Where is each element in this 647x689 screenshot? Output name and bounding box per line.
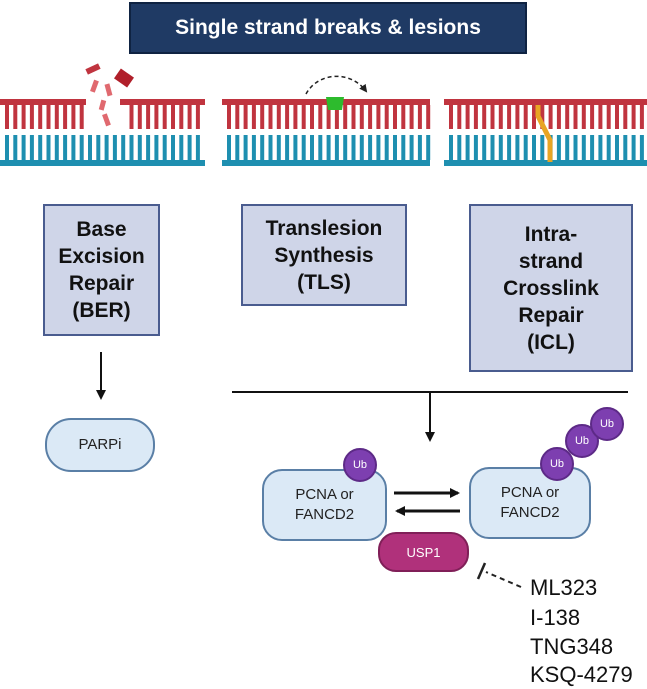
bypass-arrow bbox=[305, 75, 368, 95]
dna-strand-icl bbox=[444, 99, 647, 166]
inhibitor-label: I-138 bbox=[530, 605, 581, 630]
pathway-box-ber: Base Excision Repair (BER) bbox=[43, 204, 160, 336]
ubiquitin-badge: Ub bbox=[343, 448, 377, 482]
pcna-fancd2-polyubiquitinated: PCNA or FANCD2 bbox=[469, 467, 591, 539]
dna-strand-tls bbox=[222, 99, 431, 166]
crosslink-icon bbox=[535, 105, 553, 162]
inhibition-bar bbox=[476, 562, 487, 580]
dna-strand-ber bbox=[0, 99, 205, 166]
inhibitor-label: TNG348 bbox=[530, 634, 614, 659]
ubiquitin-badge: Ub bbox=[590, 407, 624, 441]
inhibitor-label: ML323 bbox=[530, 575, 598, 600]
lesion-icon bbox=[326, 97, 344, 110]
pcna-fancd2-monoubiquitinated: PCNA or FANCD2 bbox=[262, 469, 387, 541]
parpi-node: PARPi bbox=[45, 418, 155, 472]
inhibition-line bbox=[485, 571, 522, 588]
excised-base-fragments bbox=[85, 63, 134, 127]
usp1-node: USP1 bbox=[378, 532, 469, 572]
title-banner: Single strand breaks & lesions bbox=[129, 2, 527, 54]
ubiquitin-badge: Ub bbox=[540, 447, 574, 481]
pathway-box-icl: Intra- strand Crosslink Repair (ICL) bbox=[469, 204, 633, 372]
inhibitor-label: KSQ-4279 bbox=[530, 662, 633, 687]
pathway-box-tls: Translesion Synthesis (TLS) bbox=[241, 204, 407, 306]
